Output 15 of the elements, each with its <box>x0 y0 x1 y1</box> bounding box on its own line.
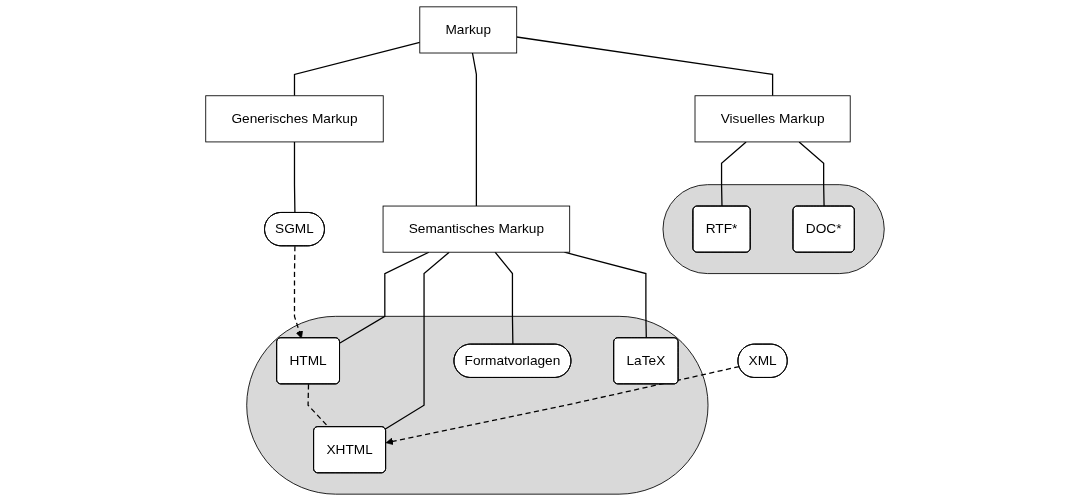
connector <box>798 141 825 208</box>
node-box: Generisches Markup <box>205 95 384 143</box>
connector <box>720 141 747 208</box>
connector <box>516 36 774 97</box>
arrow <box>293 245 303 339</box>
connector <box>293 41 421 97</box>
connector <box>339 251 430 344</box>
arrow <box>385 365 740 446</box>
connector <box>384 251 450 430</box>
node-box: Visuelles Markup <box>694 95 851 143</box>
node-box: Semantisches Markup <box>382 205 571 253</box>
connector <box>471 52 477 207</box>
connector <box>293 141 296 214</box>
node-box: Markup <box>419 6 518 54</box>
connector <box>494 251 514 346</box>
